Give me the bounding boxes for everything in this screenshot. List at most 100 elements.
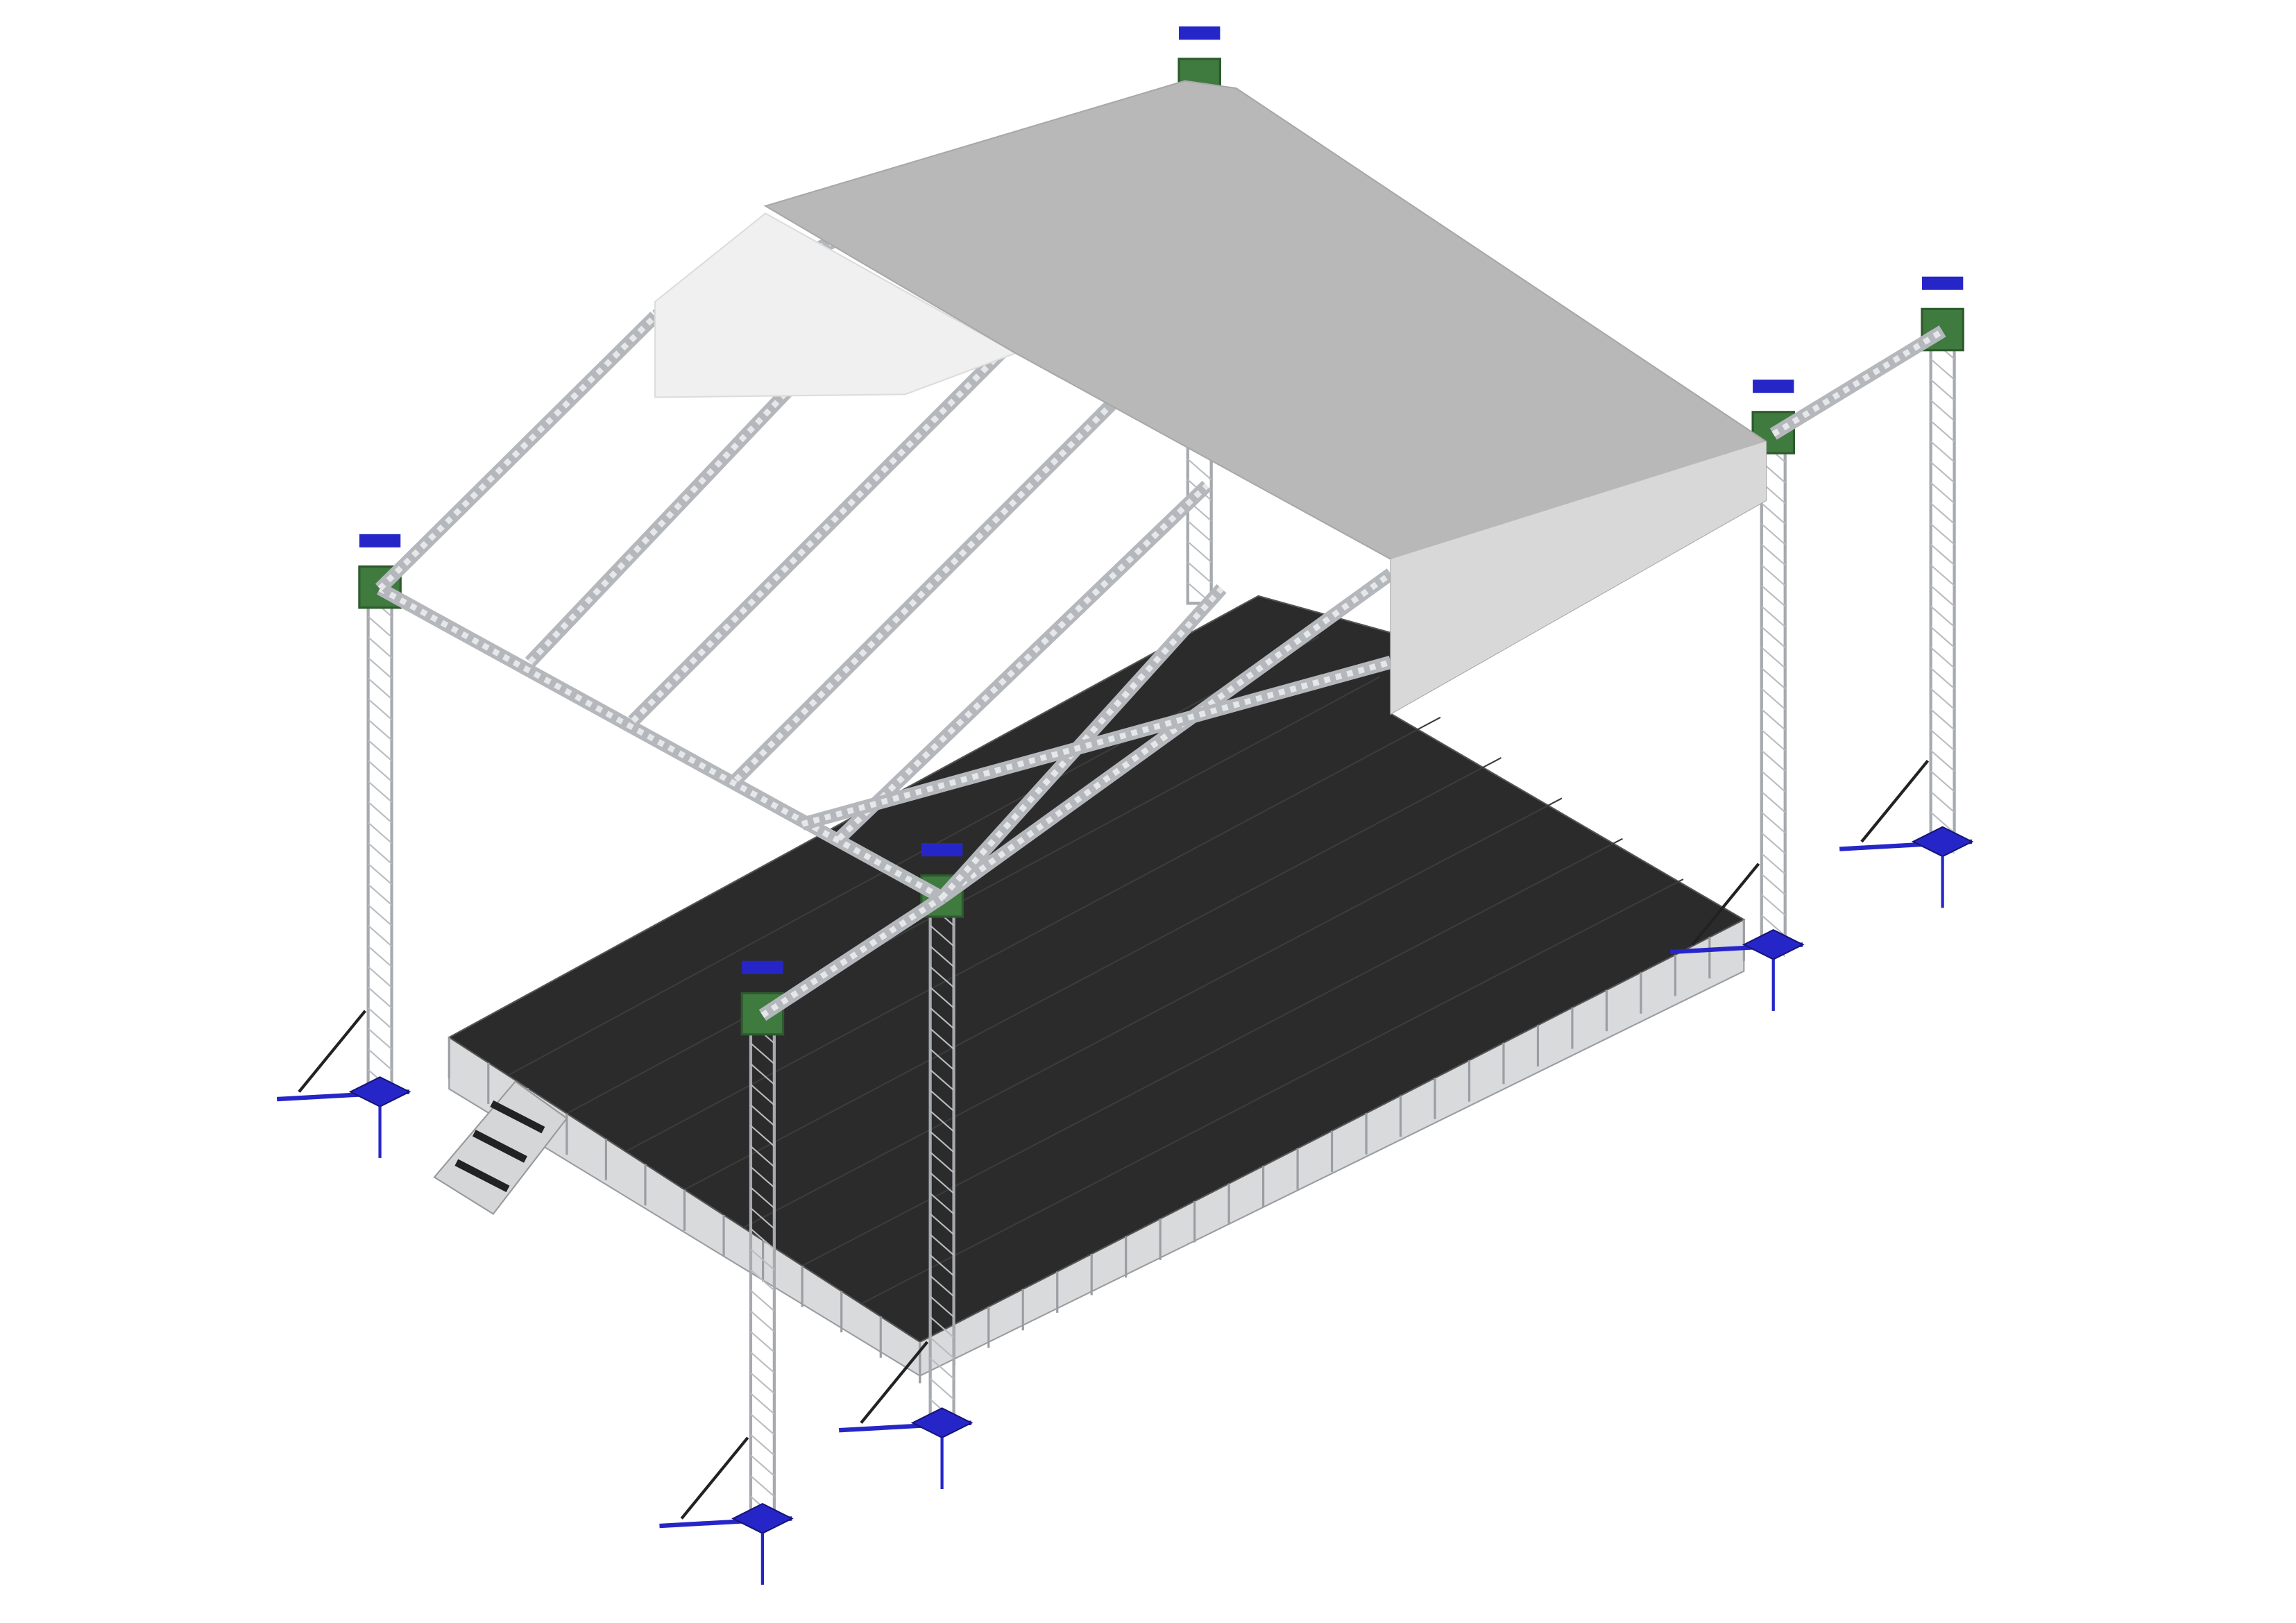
truss-lacing [929,1028,955,1050]
truss-lacing [367,925,393,947]
truss-lacing [1761,915,1786,937]
truss-lacing [1761,605,1786,628]
truss-lacing [1761,873,1786,896]
stage-stairs [433,1080,568,1215]
stair-tread [472,1130,527,1163]
truss-lacing [929,1151,955,1173]
truss-lacing [750,1084,775,1106]
truss-lacing [1761,647,1786,669]
truss-lacing [1930,502,1955,525]
truss-lacing [929,1007,955,1030]
truss-lacing [1930,770,1955,792]
truss-lacing [929,1048,955,1071]
truss-lacing [1187,541,1212,563]
truss-lacing [1930,749,1955,772]
stair-tread [490,1100,545,1134]
truss-lacing [631,350,1003,724]
truss-lacing [750,1063,775,1085]
base-plate [731,1503,794,1534]
truss-lacing [929,1130,955,1153]
deck-panel-seam [801,838,1623,1267]
truss-lacing [750,1207,775,1230]
truss-lacing [1930,523,1955,545]
truss-lacing [1761,770,1786,792]
truss-lacing [367,904,393,926]
roof-canopy-front-face [1391,441,1767,714]
truss-lacing [1930,482,1955,504]
truss-lacing [929,925,955,947]
truss-lacing [1930,441,1955,463]
truss-lacing [929,1213,955,1235]
truss-lacing [1761,791,1786,813]
truss-lacing [750,1289,775,1312]
truss-lacing [1930,626,1955,648]
hoist-top [1921,276,1964,290]
corner-block [1921,307,1964,352]
deck-panel-seam [684,757,1502,1191]
truss-lacing [1761,894,1786,916]
truss-lacing [1761,667,1786,690]
truss-lacing [929,987,955,1009]
truss-lacing [929,1255,955,1277]
truss-lacing [367,615,393,638]
truss-lacing [929,1336,955,1359]
truss-lacing [929,1172,955,1194]
truss-lacing [750,1352,775,1374]
truss-lacing [1930,461,1955,484]
truss-lacing [1761,626,1786,648]
truss-lacing [367,719,393,741]
truss-lacing [750,1187,775,1209]
base-plate [348,1076,411,1107]
hoist-top [742,960,783,974]
truss-lacing [750,1331,775,1353]
truss-lacing [367,1048,393,1071]
truss-lacing [750,1166,775,1189]
truss-lacing [929,1234,955,1256]
truss-lacing [367,966,393,988]
hoist-top [1753,380,1794,393]
truss-lacing [1761,564,1786,586]
roof-canopy [654,80,1767,715]
truss-lacing [1771,328,1944,437]
truss-lacing [750,1393,775,1415]
truss-lacing [367,760,393,782]
truss-lacing [1930,811,1955,834]
truss-lacing [929,966,955,988]
truss-lacing [750,1372,775,1394]
truss-lacing [1761,688,1786,710]
truss-lacing [1761,749,1786,772]
truss-lacing [367,801,393,824]
roof-canopy-back-slope [654,212,1018,398]
truss-lacing [929,1378,955,1400]
outrigger-brace [680,1436,749,1520]
truss-lacing [1930,358,1955,380]
truss-lacing [750,1269,775,1291]
outrigger-bases [276,759,1974,1585]
truss-lacing [801,659,1392,827]
truss-lacing [940,571,1393,900]
truss-lacing [1761,832,1786,854]
truss-lacing [760,895,944,1018]
truss-lacing [1761,729,1786,751]
truss-lacing [1930,688,1955,710]
truss-lacing [367,677,393,700]
deck-panel-seam [625,716,1441,1153]
truss-lacing [750,1042,775,1064]
truss-lacing [750,1125,775,1147]
truss-lacing [367,1028,393,1050]
truss-lacing [1930,399,1955,422]
truss-lacing [367,863,393,885]
truss-lacing [1187,458,1212,481]
stair-tread [454,1159,510,1193]
truss-lacing [929,945,955,968]
truss-lacing [1930,647,1955,669]
deck-panel-seam [742,797,1563,1229]
truss-lacing [750,1310,775,1332]
truss-lacing [1930,791,1955,813]
truss-lacing [1761,811,1786,834]
outrigger-brace [298,1010,366,1093]
truss-lacing [377,314,658,591]
truss-tower [366,594,393,1091]
truss-lacing [750,1227,775,1250]
truss-lacing [367,781,393,803]
